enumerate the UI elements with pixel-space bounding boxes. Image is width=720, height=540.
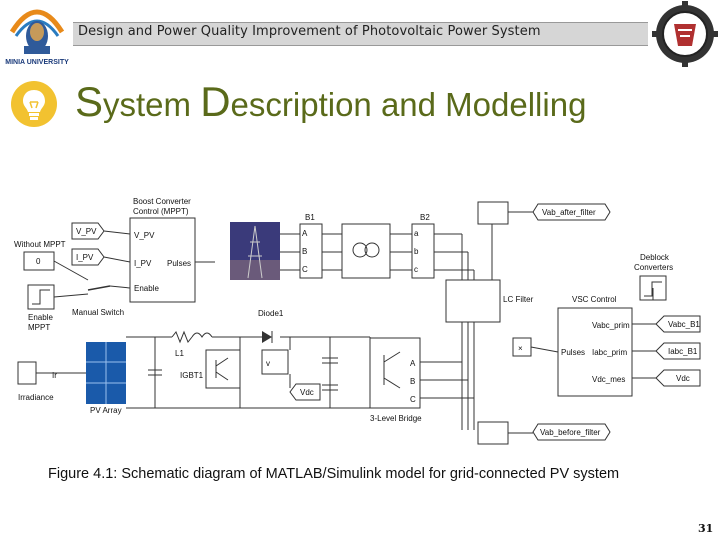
vdc-tag-right-label: Vdc [676, 374, 690, 383]
vdc-tag-left-label: Vdc [300, 388, 314, 397]
boost-converter-block [129, 217, 196, 303]
voltage-meter-dc [261, 349, 289, 375]
lc-filter-block [445, 279, 501, 323]
vsc-control-title: VSC Control [572, 295, 617, 304]
resistor-icon [171, 330, 193, 344]
inductor-icon [191, 332, 213, 338]
vabc-b1-label: Vabc_B1 [668, 320, 700, 329]
ir-label: Ir [52, 371, 57, 380]
logo-left-text: MINIA UNIVERSITY [5, 59, 69, 66]
boost-in-i: I_PV [134, 259, 152, 268]
deblock-1: Deblock [640, 253, 670, 262]
vsc-in2: Iabc_prim [592, 348, 627, 357]
vabc-b1-tag [655, 315, 701, 333]
faculty-gear-logo [652, 1, 718, 67]
step-block [27, 284, 55, 310]
b2-label: B2 [420, 213, 430, 222]
b2-block [411, 223, 435, 279]
vab-before-label: Vab_before_filter [540, 428, 601, 437]
voltage-meter-top [477, 201, 509, 225]
diode-icon [262, 331, 272, 343]
l1-label: L1 [175, 349, 184, 358]
vdc-tag-left [289, 383, 321, 401]
irradiance-label: Irradiance [18, 393, 54, 402]
b1-label: B1 [305, 213, 315, 222]
vsc-in3: Vdc_mes [592, 375, 625, 384]
boost-in-v: V_PV [134, 231, 155, 240]
minia-university-logo: MINIA UNIVERSITY [5, 9, 69, 66]
transformer-block [341, 223, 391, 279]
lc-filter-label: LC Filter [503, 295, 534, 304]
vsc-in1: Vabc_prim [592, 321, 630, 330]
b1-block [299, 223, 323, 279]
boost-title2: Control (MPPT) [133, 207, 189, 216]
igbt-label: IGBT1 [180, 371, 204, 380]
title-initial-s: S [75, 78, 104, 125]
lightbulb-icon [11, 81, 57, 127]
vdc-tag-right [655, 369, 701, 387]
iabc-b1-label: Iabc_B1 [668, 347, 698, 356]
tag-vpv-block [71, 222, 105, 240]
simulink-diagram: Boost Converter Control (MPPT) V_PV I_PV… [14, 197, 701, 445]
title-initial-d: D [200, 78, 231, 125]
vsc-control-block [557, 307, 633, 397]
figure-caption: Figure 4.1: Schematic diagram of MATLAB/… [48, 466, 620, 482]
b2-phase-a: a [414, 229, 419, 238]
diode-label: Diode1 [258, 309, 284, 318]
title-part-2: escription and Modelling [230, 86, 587, 123]
boost-title: Boost Converter [133, 197, 191, 206]
bridge-phase-c: C [410, 395, 416, 404]
bridge-phase-a: A [410, 359, 416, 368]
vsc-out: Pulses [561, 348, 585, 357]
enable-mppt-2: MPPT [28, 323, 50, 332]
title-part-1: ystem [103, 86, 201, 123]
without-mppt-label: Without MPPT [14, 240, 66, 249]
b1-phase-b: B [302, 247, 307, 256]
deblock-2: Converters [634, 263, 673, 272]
vab-after-label: Vab_after_filter [542, 208, 596, 217]
header-bar [73, 22, 648, 46]
boost-pulses: Pulses [167, 259, 191, 268]
b2-phase-b: b [414, 247, 419, 256]
constant-zero: 0 [36, 257, 41, 266]
b2-phase-c: c [414, 265, 418, 274]
b1-phase-c: C [302, 265, 308, 274]
boost-enable: Enable [134, 284, 159, 293]
b1-phase-a: A [302, 229, 308, 238]
tag-vpv: V_PV [76, 227, 97, 236]
multiply-symbol: × [518, 344, 523, 353]
bridge-label: 3-Level Bridge [370, 414, 422, 423]
pv-array-label: PV Array [90, 406, 122, 415]
tag-ipv-block [71, 248, 105, 266]
voltage-meter-bottom [477, 421, 509, 445]
enable-mppt-1: Enable [28, 313, 53, 322]
igbt-block [205, 349, 241, 389]
iabc-b1-tag [655, 342, 701, 360]
irradiance-block [17, 361, 37, 385]
bridge-phase-b: B [410, 377, 415, 386]
header-title: Design and Power Quality Improvement of … [78, 24, 541, 39]
slide-title: System Description and Modelling [75, 78, 586, 126]
manual-switch-icon [87, 285, 111, 291]
v-meter-label: v [266, 359, 270, 368]
manual-switch-label: Manual Switch [72, 308, 124, 317]
vab-before-tag [532, 423, 611, 441]
tag-ipv: I_PV [76, 253, 94, 262]
three-level-bridge-block [369, 337, 421, 409]
page-number: 31 [698, 522, 714, 535]
